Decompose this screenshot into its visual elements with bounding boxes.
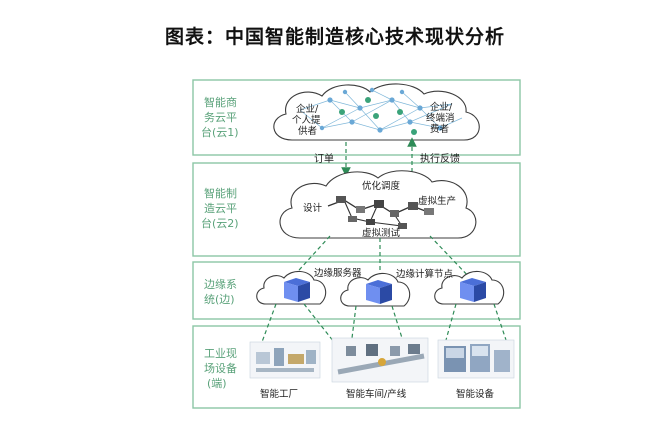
- smart-workshop-label: 智能车间/产线: [346, 388, 407, 400]
- server-icon: [284, 278, 310, 302]
- smart-equipment-label: 智能设备: [456, 388, 495, 400]
- edge-server-label: 边缘服务器: [314, 267, 362, 279]
- layer-label: 智能商 务云平 台(云1): [201, 95, 241, 139]
- design-label: 设计: [303, 202, 323, 214]
- smart-factory-illustration: [250, 342, 320, 378]
- virtual-test-label: 虚拟测试: [362, 227, 401, 239]
- smart-factory-label: 智能工厂: [260, 388, 298, 400]
- order-label: 订单: [314, 153, 334, 165]
- server-icon: [460, 278, 486, 302]
- feedback-label: 执行反馈: [420, 152, 460, 165]
- layer-label: 智能制 造云平 台(云2): [201, 186, 241, 230]
- edge-node-label: 边缘计算节点: [396, 268, 454, 280]
- cloud1-network: 企业/ 个人提 供者 企业/ 终端消 费者: [274, 84, 479, 140]
- smart-workshop-illustration: [332, 338, 428, 382]
- server-icon: [366, 280, 392, 304]
- optimize-label: 优化调度: [362, 180, 401, 192]
- virtual-production-label: 虚拟生产: [418, 195, 456, 207]
- smart-equipment-illustration: [438, 340, 514, 378]
